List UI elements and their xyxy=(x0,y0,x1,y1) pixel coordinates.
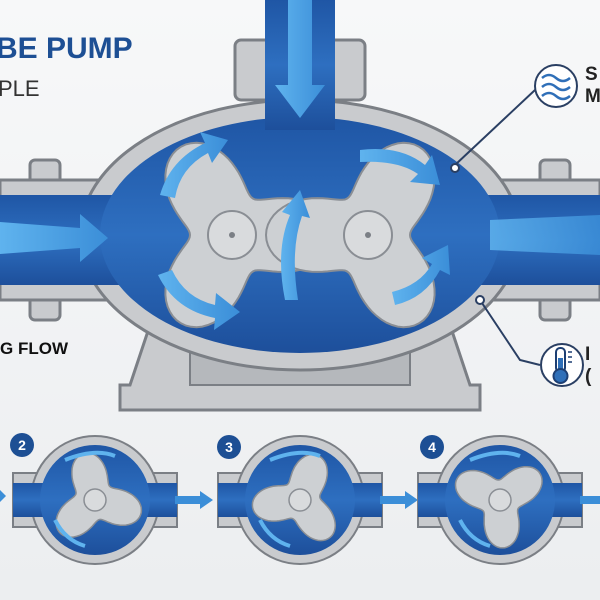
bottom-right-label-1: I xyxy=(585,344,591,365)
bottom-right-label-2: ( xyxy=(585,366,592,387)
top-arrow xyxy=(275,0,325,118)
step-badge: 3 xyxy=(217,435,241,459)
step-diagram: 2 xyxy=(10,433,213,565)
top-right-label-1: S xyxy=(585,64,598,85)
step-diagram: 4 xyxy=(417,435,600,565)
step-number: 4 xyxy=(428,439,436,455)
rotor-lobe xyxy=(164,141,336,329)
outlet-arrow xyxy=(175,491,213,509)
subtitle: PLE xyxy=(0,76,40,101)
outlet-arrow xyxy=(490,215,600,255)
waves-icon xyxy=(541,73,571,101)
outlet-arrow xyxy=(380,491,418,509)
outlet-arrow xyxy=(580,496,600,504)
step-number: 2 xyxy=(18,437,26,453)
title: BE PUMP xyxy=(0,32,133,65)
step-diagram: 3 xyxy=(217,435,418,565)
flow-arrows xyxy=(0,0,600,330)
step-badge: 2 xyxy=(10,433,34,457)
step-number: 3 xyxy=(225,439,233,455)
top-right-label-2: M xyxy=(585,86,600,107)
step-badge: 4 xyxy=(420,435,444,459)
inlet-arrow xyxy=(0,214,108,262)
rotor-lobe xyxy=(264,141,436,329)
flow-label: G FLOW xyxy=(0,339,68,358)
thermometer-icon xyxy=(552,347,572,384)
